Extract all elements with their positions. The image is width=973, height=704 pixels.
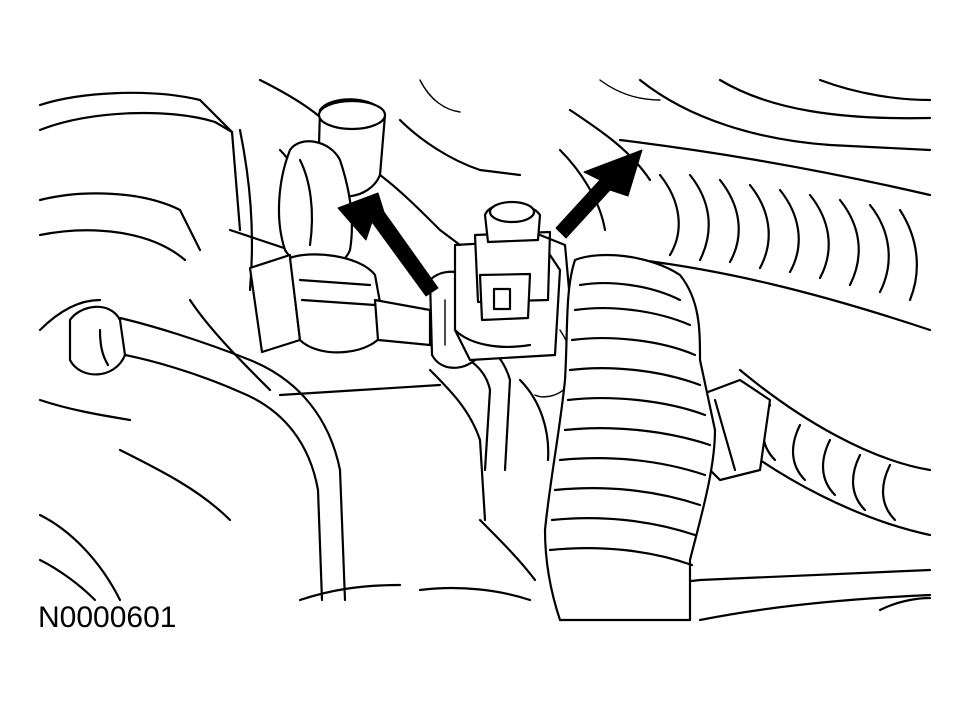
- figure-id-label: N0000601: [38, 601, 177, 634]
- upper-left-hose: [378, 108, 652, 247]
- lower-center-block: [428, 368, 550, 582]
- left-arrow: [337, 192, 439, 297]
- center-hose: [543, 253, 717, 622]
- fuel-line-fitting: [248, 253, 512, 472]
- electrical-connector: [428, 200, 573, 398]
- wiring-harness-right: [618, 138, 932, 537]
- upper-hose: [277, 98, 387, 270]
- background-engine-block: [38, 78, 932, 622]
- fuel-pipe-left: [68, 305, 347, 602]
- right-arrow: [555, 149, 643, 239]
